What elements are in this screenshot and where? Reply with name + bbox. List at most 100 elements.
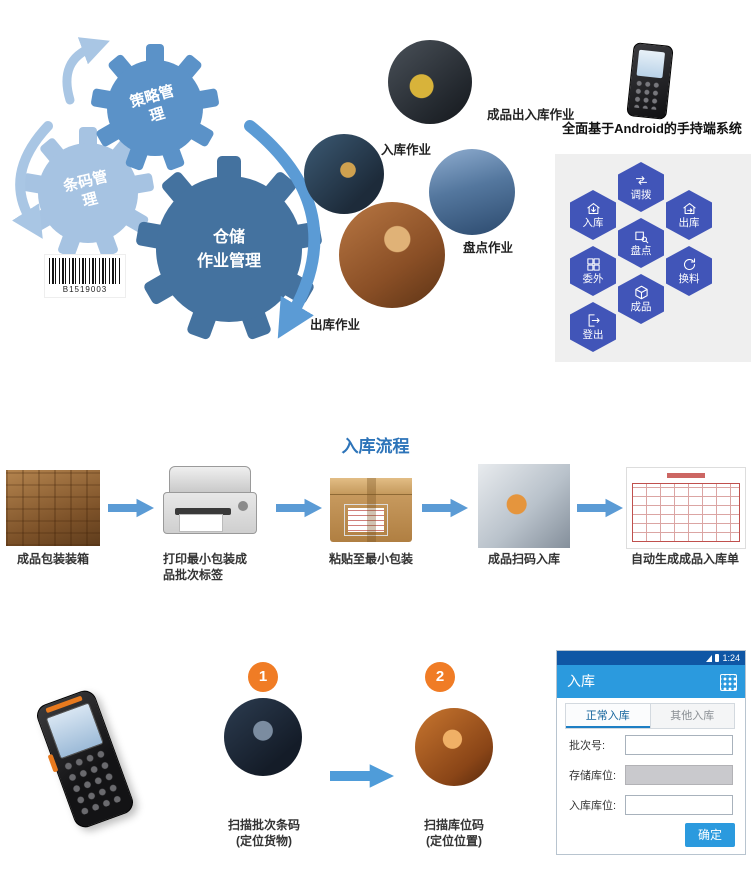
hexagon-outsource[interactable]: 委外 [570,246,616,296]
caption-finished-inout: 成品出入库作业 [487,108,575,122]
barcode-stripes [49,258,121,284]
gear-warehouse-line1: 仓储 [212,229,245,246]
flow-arrow-4 [577,498,623,518]
inbound-process-title: 入库流程 [341,437,410,456]
step-1-label: 扫描批次条码 (定位货物) [218,818,310,849]
battery-icon [715,654,720,662]
inbound-icon [586,203,600,215]
pda-keypad [62,747,125,816]
hexagon-logout-label: 登出 [582,329,604,342]
tab-normal-inbound[interactable]: 正常入库 [566,704,651,728]
caption-count: 盘点作业 [463,241,514,255]
label-printer-illustration [163,464,257,548]
step-2-label: 扫描库位码 (定位位置) [409,818,499,849]
photo-outbound-operation [339,202,445,308]
inbound-app-screen: 1:24 入库 正常入库 其他入库 批次号: 存储库位: 入库库位: 确定 [556,650,746,855]
flow-arrow-1 [108,498,154,518]
printer-slot [175,508,231,515]
gear-strategy-management [91,44,219,171]
barcode-sample: B1519003 [44,254,126,298]
handheld-keypad [633,79,662,111]
outbound-icon [682,203,696,215]
app-title-text: 入库 [567,673,595,689]
step-2-badge: 2 [425,662,455,692]
pda-side-button [47,753,59,773]
gear-warehouse-line2: 作业管理 [196,253,261,270]
photo-inbound-operation [304,134,384,214]
photo-scan-inbound [478,464,570,548]
hexagon-transfer[interactable]: 调拨 [618,162,664,212]
hexagon-product[interactable]: 成品 [618,274,664,324]
printer-label-output [179,514,223,532]
curved-arrow-left [12,121,53,239]
flow-arrow-2 [276,498,322,518]
inbound-tabs: 正常入库 其他入库 [565,703,735,729]
batch-number-label: 批次号: [569,740,606,752]
flow-step1-label: 成品包装装箱 [16,552,89,566]
barcode-number: B1519003 [62,285,108,294]
flow-step5-label: 自动生成成品入库单 [630,552,739,566]
step-1-label-line2: (定位货物) [236,833,292,848]
bottom-flow-arrow [330,764,394,788]
hexagon-logout[interactable]: 登出 [570,302,616,352]
transfer-icon [635,176,647,186]
storage-location-input[interactable] [625,765,733,785]
handheld-functions-panel: 调拨 入库 出库 盘点 委外 换料 成品 登出 [555,154,751,362]
curved-arrow-top-left [62,37,110,105]
flow-step4-label: 成品扫码入库 [487,552,560,566]
hexagon-product-label: 成品 [630,301,652,314]
photo-packing-boxes [6,470,100,546]
flow-step2-label: 打印最小包装成品批次标签 [163,552,248,582]
inbound-location-label: 入库库位: [569,800,617,812]
status-time: 1:24 [722,653,740,663]
photo-count-operation [429,149,515,235]
product-cube-icon [634,285,648,300]
handheld-caption: 全面基于Android的手持端系统 [562,121,742,136]
curved-arrow-right [244,120,321,339]
apps-grid-icon[interactable] [720,674,737,691]
pda-device-photo [22,687,146,832]
handheld-screen [636,49,666,79]
status-bar: 1:24 [557,651,745,665]
signal-icon [706,654,713,662]
count-icon [634,231,648,244]
photo-finished-inout-operation [388,40,472,124]
hexagon-outsource-label: 委外 [582,273,604,286]
gears-and-arrows-canvas [12,37,322,340]
photo-scan-batch-barcode [224,698,302,776]
step-1-label-line1: 扫描批次条码 [227,818,300,832]
step-2-label-line2: (定位位置) [426,833,482,848]
inbound-location-input[interactable] [625,795,733,815]
handheld-body [626,42,674,120]
caption-outbound: 出库作业 [310,318,361,332]
confirm-button[interactable]: 确定 [685,823,735,847]
carton-box-illustration [330,478,412,542]
flow-arrow-3 [422,498,468,518]
step-2-label-line1: 扫描库位码 [423,818,484,832]
receipt-table [632,483,740,542]
outsource-icon [586,258,600,271]
pda-body [33,687,137,831]
gear-warehouse-label: 仓储 作业管理 [184,226,274,274]
step-1-badge: 1 [248,662,278,692]
tab-other-inbound[interactable]: 其他入库 [650,704,734,728]
inbound-receipt-document [626,467,746,549]
caption-inbound: 入库作业 [381,143,432,157]
batch-number-input[interactable] [625,735,733,755]
logout-icon [588,314,600,327]
gear-warehouse-operation [136,156,322,340]
batch-number-row: 批次号: [567,735,735,757]
hexagon-count[interactable]: 盘点 [618,218,664,268]
hexagon-inbound[interactable]: 入库 [570,190,616,240]
hexagon-count-label: 盘点 [630,245,652,258]
hexagon-inbound-label: 入库 [582,217,604,230]
hexagon-transfer-label: 调拨 [630,189,652,202]
carton-label-sticker [344,504,388,536]
hexagon-exchange[interactable]: 换料 [666,246,712,296]
photo-scan-location-code [415,708,493,786]
app-title-bar: 入库 [557,665,745,698]
handheld-device-photo [618,42,678,120]
hexagon-outbound-label: 出库 [678,217,700,230]
hexagon-outbound[interactable]: 出库 [666,190,712,240]
